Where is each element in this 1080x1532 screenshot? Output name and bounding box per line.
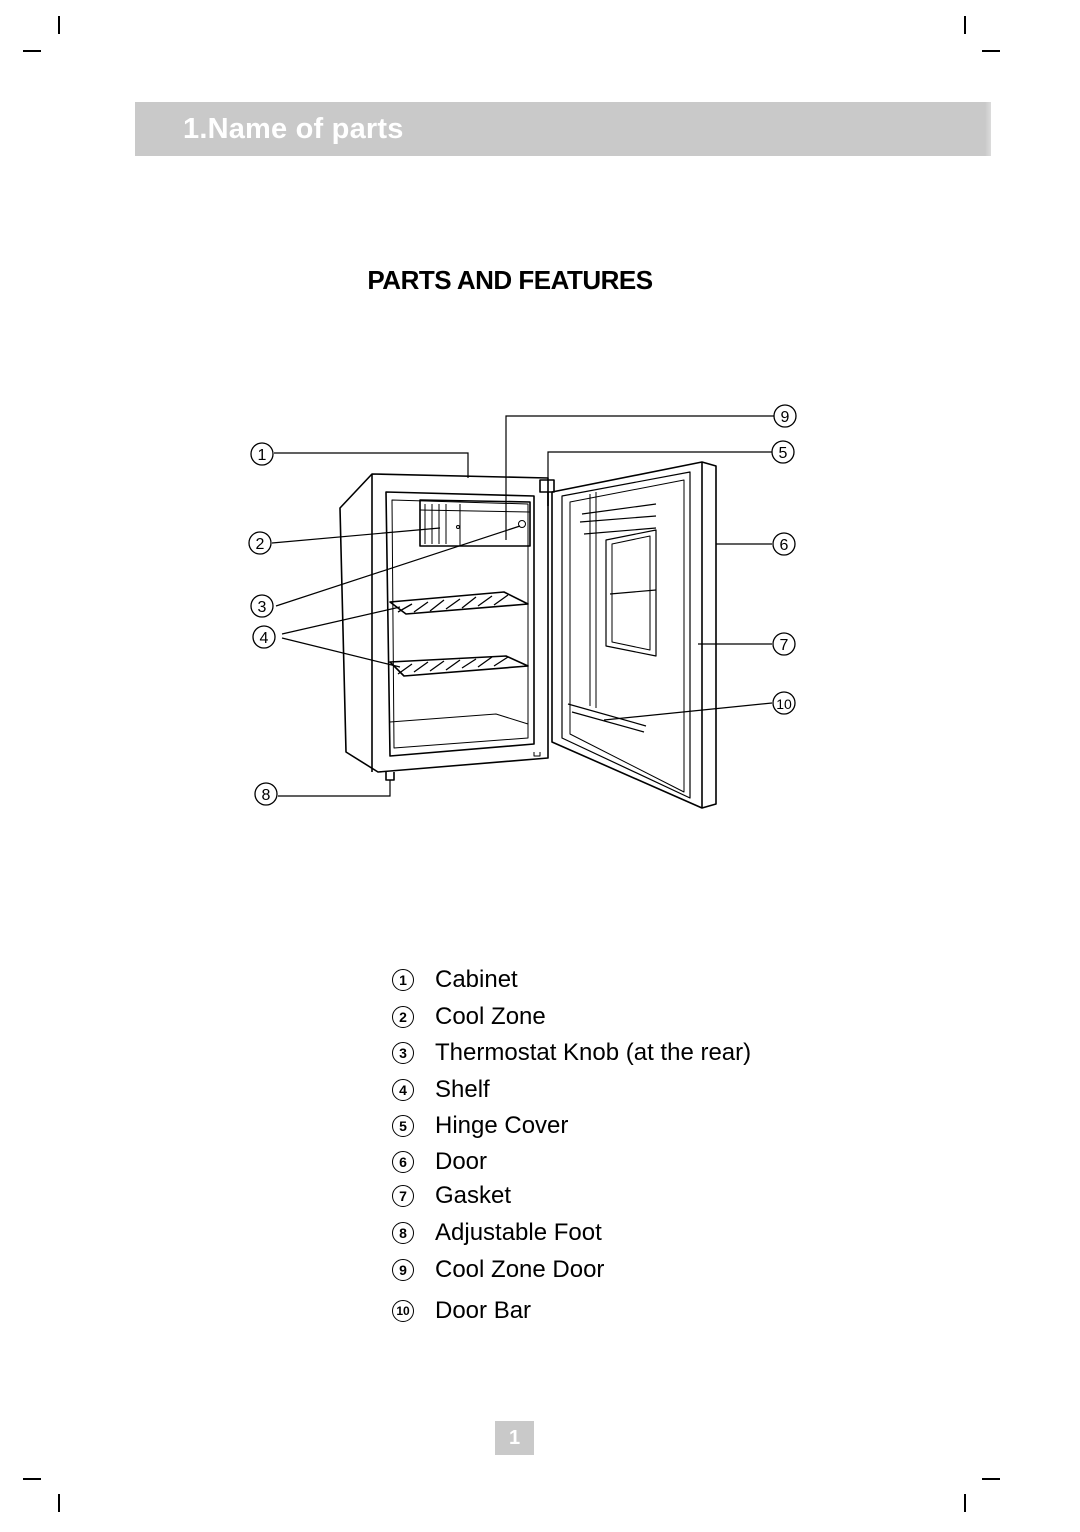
legend-label: Cool Zone	[435, 1003, 546, 1030]
legend-item: 3 Thermostat Knob (at the rear)	[392, 1039, 751, 1067]
callout-2-label: 2	[256, 536, 265, 553]
shelf-top	[389, 591, 529, 615]
legend-number: 6	[392, 1151, 414, 1173]
callout-8-label: 8	[262, 787, 271, 804]
legend-label: Cabinet	[435, 966, 518, 993]
callout-7	[772, 632, 796, 656]
cool-zone	[419, 499, 531, 547]
callout-5-label: 5	[779, 445, 788, 462]
callout-1	[250, 442, 274, 466]
hinge-cover	[539, 479, 555, 493]
legend-item: 6 Door	[392, 1148, 487, 1176]
callout-10-label: 10	[776, 696, 792, 712]
legend-label: Door Bar	[435, 1297, 532, 1324]
gasket	[569, 479, 685, 793]
callout-10	[772, 691, 796, 715]
callout-6	[772, 532, 796, 556]
legend-label: Hinge Cover	[435, 1112, 569, 1139]
legend-label: Cool Zone Door	[435, 1256, 605, 1283]
legend-number: 4	[392, 1079, 414, 1101]
callout-2	[248, 531, 272, 555]
callout-9	[773, 404, 797, 428]
legend-item: 7 Gasket	[392, 1182, 511, 1210]
page-title: 1.Name of parts	[183, 113, 404, 145]
crop-mark	[58, 1494, 60, 1512]
crop-mark	[58, 16, 60, 34]
legend-label: Door	[435, 1148, 488, 1175]
legend-number: 3	[392, 1042, 414, 1064]
callout-5	[771, 440, 795, 464]
adjustable-foot	[385, 772, 395, 781]
crop-mark	[23, 50, 41, 52]
crop-mark	[982, 1478, 1000, 1480]
callout-7-label: 7	[780, 637, 789, 654]
legend-number: 2	[392, 1006, 414, 1028]
door-bar	[567, 703, 647, 733]
callout-3	[250, 594, 274, 618]
legend-number: 1	[392, 969, 414, 991]
legend-number: 10	[392, 1300, 414, 1322]
crop-mark	[964, 16, 966, 34]
door-outline	[551, 461, 717, 809]
page-number: 1	[495, 1421, 534, 1455]
legend-item: 1 Cabinet	[392, 966, 518, 994]
callout-4	[252, 625, 276, 649]
legend-label: Shelf	[435, 1076, 490, 1103]
legend-number: 5	[392, 1115, 414, 1137]
legend-item: 8 Adjustable Foot	[392, 1219, 602, 1247]
crop-mark	[23, 1478, 41, 1480]
callout-8	[254, 782, 278, 806]
callout-4-label: 4	[260, 630, 269, 647]
legend-label: Gasket	[435, 1182, 512, 1209]
legend-label: Thermostat Knob (at the rear)	[435, 1039, 752, 1066]
legend-number: 8	[392, 1222, 414, 1244]
callout-6-label: 6	[780, 537, 789, 554]
callout-3-label: 3	[258, 599, 267, 616]
cabinet-outline	[339, 473, 549, 773]
legend-item: 2 Cool Zone	[392, 1003, 546, 1031]
legend-item: 9 Cool Zone Door	[392, 1256, 604, 1284]
section-header-bar: 1.Name of parts	[135, 102, 991, 156]
crop-mark	[982, 50, 1000, 52]
section-title: PARTS AND FEATURES	[367, 265, 653, 295]
callout-1-label: 1	[258, 447, 267, 464]
legend-item: 4 Shelf	[392, 1076, 490, 1104]
legend-item: 10 Door Bar	[392, 1297, 531, 1325]
legend-number: 7	[392, 1185, 414, 1207]
crop-mark	[964, 1494, 966, 1512]
shelf-bottom	[389, 655, 529, 677]
legend-label: Adjustable Foot	[435, 1219, 602, 1246]
legend-item: 5 Hinge Cover	[392, 1112, 568, 1140]
callout-9-label: 9	[781, 409, 790, 426]
legend-number: 9	[392, 1259, 414, 1281]
